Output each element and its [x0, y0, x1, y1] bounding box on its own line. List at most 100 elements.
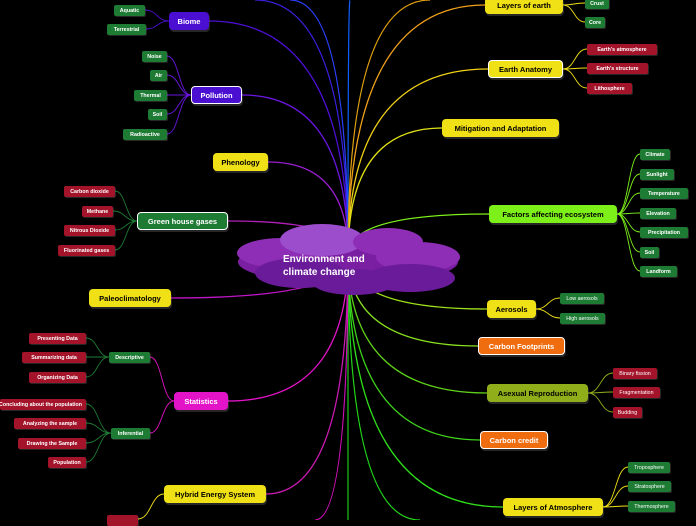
leaf-elevation[interactable]: Elevation — [640, 208, 676, 219]
leaf-analyzing-sample[interactable]: Analyzing the sample — [14, 418, 86, 429]
leaf-link-5 — [166, 94, 192, 115]
leaf-population[interactable]: Population — [48, 457, 86, 468]
leaf-link-33 — [535, 308, 561, 319]
branch-aerosols[interactable]: Aerosols — [487, 300, 536, 318]
branch-layers-of-atmosphere[interactable]: Layers of Atmosphere — [503, 498, 603, 516]
branch-asexual-reproduction[interactable]: Asexual Reproduction — [487, 384, 588, 402]
link-offscreen-3 — [347, 0, 431, 256]
leaf-link-2 — [166, 55, 192, 96]
link-biome — [208, 20, 349, 256]
leaf-presenting-data[interactable]: Presenting Data — [29, 333, 86, 344]
leaf-link-7 — [114, 190, 138, 222]
leaf-link-12 — [149, 400, 175, 434]
leaf-fragmentation[interactable]: Fragmentation — [613, 387, 660, 398]
branch-carbon-credit[interactable]: Carbon credit — [480, 431, 548, 449]
branch-phenology[interactable]: Phenology — [213, 153, 268, 171]
leaf-link-36 — [587, 392, 614, 413]
leaf-link-22 — [562, 48, 588, 70]
leaf-troposphere[interactable]: Troposphere — [628, 462, 670, 473]
leaf-climate[interactable]: Climate — [640, 149, 670, 160]
leaf-lithosphere[interactable]: Lithosphere — [587, 83, 632, 94]
leaf-high-aerosols[interactable]: High aerosols — [560, 313, 605, 324]
link-mitigation — [347, 127, 443, 256]
link-hybrid — [265, 254, 349, 495]
link-earth-anatomy — [347, 68, 489, 256]
leaf-soil-pollution[interactable]: Soil — [148, 109, 167, 120]
leaf-soil-factor[interactable]: Soil — [640, 247, 659, 258]
leaf-precipitation[interactable]: Precipitation — [640, 227, 688, 238]
leaf-drawing-sample[interactable]: Drawing the Sample — [18, 438, 86, 449]
branch-factors-affecting-ecosystem[interactable]: Factors affecting ecosystem — [489, 205, 617, 223]
leaf-earths-structure[interactable]: Earth's structure — [587, 63, 648, 74]
leaf-link-20 — [562, 2, 586, 6]
leaf-link-37 — [602, 466, 629, 508]
link-offscreen-6 — [314, 254, 349, 520]
link-pollution — [241, 94, 349, 256]
leaf-fluorinated-gases[interactable]: Fluorinated gases — [58, 245, 115, 256]
node-descriptive[interactable]: Descriptive — [109, 352, 150, 363]
link-layers-earth — [347, 4, 486, 256]
leaf-link-40 — [137, 493, 165, 520]
leaf-earths-atmosphere[interactable]: Earth's atmosphere — [587, 44, 657, 55]
link-carbon-credit — [347, 254, 481, 441]
leaf-budding[interactable]: Budding — [613, 407, 642, 418]
leaf-nitrous-dioxide[interactable]: Nitrous Dioxide — [64, 225, 115, 236]
leaf-link-34 — [587, 372, 614, 394]
leaf-carbon-dioxide[interactable]: Carbon dioxide — [64, 186, 115, 197]
leaf-link-3 — [166, 74, 192, 96]
leaf-concluding-population[interactable]: Concluding about the population — [0, 399, 86, 410]
leaf-sunlight[interactable]: Sunlight — [640, 169, 674, 180]
branch-paleoclimatology[interactable]: Paleoclimatology — [89, 289, 171, 307]
leaf-terrestrial[interactable]: Terrestrial — [107, 24, 146, 35]
branch-mitigation-adaptation[interactable]: Mitigation and Adaptation — [442, 119, 559, 137]
leaf-link-16 — [85, 403, 112, 434]
leaf-link-6 — [166, 94, 192, 135]
branch-hybrid-energy-system[interactable]: Hybrid Energy System — [164, 485, 266, 503]
leaf-organizing-data[interactable]: Organizing Data — [29, 372, 86, 383]
branch-earth-anatomy[interactable]: Earth Anatomy — [488, 60, 563, 78]
leaf-thermosphere[interactable]: Thermosphere — [628, 501, 675, 512]
leaf-thermal[interactable]: Thermal — [134, 90, 167, 101]
leaf-air[interactable]: Air — [150, 70, 167, 81]
branch-biome[interactable]: Biome — [169, 12, 209, 30]
node-inferential[interactable]: Inferential — [111, 428, 150, 439]
link-offscreen-5 — [347, 254, 421, 520]
leaf-link-31 — [616, 213, 641, 272]
leaf-core[interactable]: Core — [585, 17, 605, 28]
leaf-link-17 — [85, 422, 112, 434]
leaf-methane[interactable]: Methane — [82, 206, 113, 217]
leaf-partial-bottom — [107, 515, 138, 526]
leaf-link-26 — [616, 173, 641, 215]
leaf-summarizing-data[interactable]: Summarizing data — [22, 352, 86, 363]
leaf-link-38 — [602, 485, 629, 508]
leaf-landform[interactable]: Landform — [640, 266, 677, 277]
leaf-link-1 — [145, 20, 170, 30]
leaf-binary-fission[interactable]: Binary fission — [613, 368, 657, 379]
leaf-link-25 — [616, 153, 641, 215]
link-offscreen-1 — [289, 0, 349, 256]
leaf-stratosphere[interactable]: Stratosphere — [628, 481, 671, 492]
link-offscreen-0 — [254, 0, 349, 256]
leaf-link-32 — [535, 297, 561, 310]
leaf-radioactive[interactable]: Radioactive — [123, 129, 167, 140]
central-cloud — [237, 224, 460, 295]
leaf-link-30 — [616, 213, 641, 253]
branch-pollution[interactable]: Pollution — [191, 86, 242, 104]
leaf-link-8 — [112, 210, 138, 222]
leaf-link-10 — [114, 220, 138, 251]
leaf-link-0 — [144, 9, 170, 22]
central-topic[interactable]: Environment and climate change — [283, 254, 365, 278]
leaf-aquatic[interactable]: Aquatic — [114, 5, 145, 16]
branch-carbon-footprints[interactable]: Carbon Footprints — [478, 337, 565, 355]
branch-statistics[interactable]: Statistics — [174, 392, 228, 410]
leaf-low-aerosols[interactable]: Low aerosols — [560, 293, 604, 304]
link-layers-atmosphere — [347, 254, 504, 508]
leaf-link-19 — [85, 432, 112, 463]
branch-layers-of-earth[interactable]: Layers of earth — [485, 0, 563, 14]
branch-green-house-gases[interactable]: Green house gases — [137, 212, 228, 230]
leaf-crust[interactable]: Crust — [585, 0, 609, 9]
leaf-link-13 — [85, 337, 110, 358]
leaf-noise[interactable]: Noise — [142, 51, 167, 62]
leaf-temperature[interactable]: Temperature — [640, 188, 688, 199]
